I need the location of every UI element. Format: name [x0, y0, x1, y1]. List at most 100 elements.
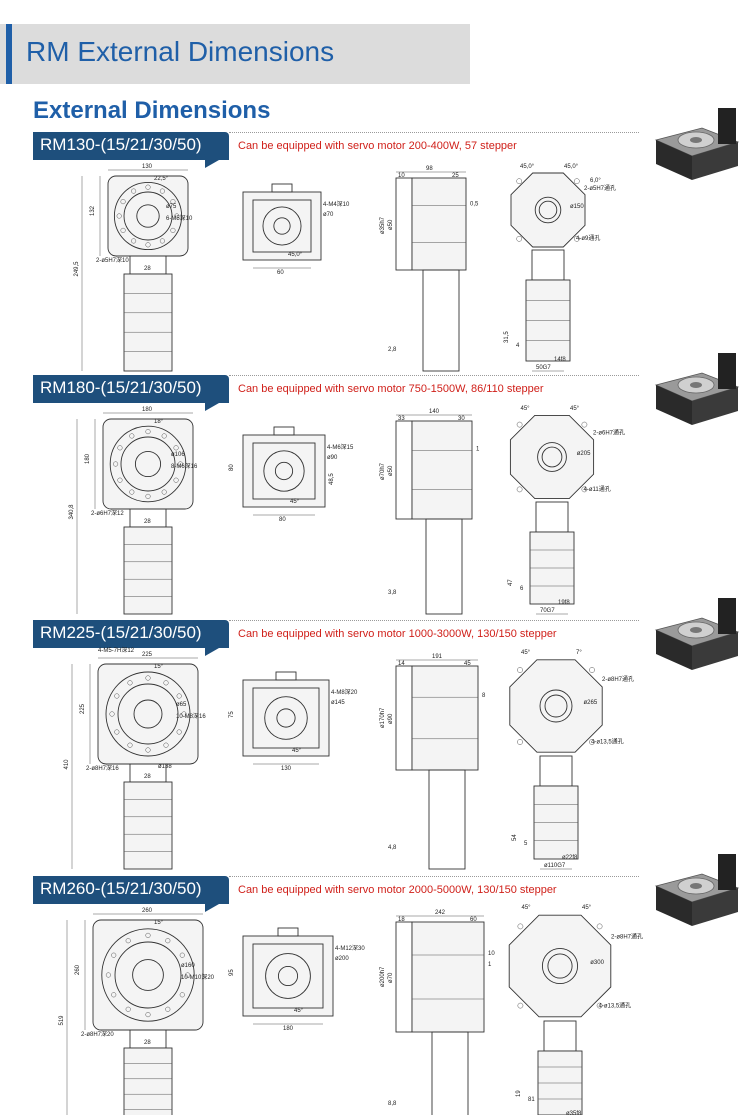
dim-sec-e: ø50: [388, 465, 394, 476]
bolt-hole: [120, 227, 126, 233]
bolt-hole: [177, 461, 183, 467]
top-bore-outer: [541, 947, 579, 985]
tab-notch: [205, 904, 219, 912]
dim-sec-f: 2,8: [388, 347, 397, 353]
dim-top-d: ø300: [590, 960, 604, 966]
bolt-hole: [163, 742, 169, 748]
dim-bolt: 10-M8深16: [176, 712, 206, 720]
dim-angle: 22,5°: [154, 176, 169, 182]
dim-pcd: ø106: [171, 452, 185, 458]
dim-sec-d: 8: [482, 693, 486, 699]
dim-sec-d: 10: [488, 951, 495, 957]
page-banner: RM External Dimensions: [0, 24, 470, 84]
bolt-hole: [125, 1006, 131, 1012]
bolt-hole: [179, 952, 185, 958]
bolt-hole: [129, 489, 135, 495]
dim-top-h2: 81: [528, 1097, 535, 1103]
mount-hole: [516, 486, 523, 493]
dim-sec-b: 140: [429, 409, 440, 415]
dim-sec-c: 30: [458, 416, 465, 422]
mount-hole: [517, 1002, 524, 1009]
dim-base: 28: [144, 1040, 151, 1046]
motor-body: [123, 526, 173, 615]
motor-body: [123, 273, 173, 372]
dim-total: 410: [64, 759, 70, 770]
dim-width: 180: [142, 407, 153, 413]
side-bore-inner: [274, 461, 294, 481]
dim-sec-d: 1: [476, 446, 480, 452]
tab-notch: [205, 160, 219, 168]
dim-top-h1: 54: [512, 834, 518, 841]
dim-pin: 2-ø8H7深20: [81, 1030, 114, 1038]
dim-top-hole: 4-ø11通孔: [584, 485, 611, 493]
motor-note: Can be equipped with servo motor 2000-50…: [238, 884, 557, 896]
dim-top-h1: 31,5: [504, 331, 510, 343]
dim-sec-g: 1: [488, 962, 492, 968]
mount-hole: [517, 739, 523, 745]
dim-top-a3: 6,0°: [590, 178, 601, 184]
dim-sec-e: ø90: [388, 713, 394, 724]
dim-top-hole: 4-ø13,5通孔: [591, 738, 624, 746]
dim-sec-bore: ø170h7: [380, 707, 386, 728]
top-bore-inner: [538, 200, 558, 220]
bolt-hole: [176, 729, 182, 735]
dim-sec-a: 18: [398, 917, 405, 923]
model-label: RM130-(15/21/30/50): [40, 135, 202, 154]
section-flange: [395, 177, 413, 271]
dim-top-hole: 4-ø9通孔: [576, 234, 600, 242]
side-housing: [242, 679, 330, 757]
tab-notch: [205, 648, 219, 656]
bolt-hole: [145, 184, 151, 190]
dim-height: 132: [90, 205, 96, 216]
dim-pin: 2-ø6H7深12: [91, 509, 124, 517]
bolt-hole: [161, 489, 167, 495]
flange-inner-circle: [120, 436, 176, 492]
model-tab: RM180-(15/21/30/50): [33, 375, 229, 403]
dim-sec-a: 10: [398, 173, 405, 179]
dim-pin: 2-ø5H7深10: [96, 256, 129, 264]
dim-sec-f: 4,8: [388, 845, 397, 851]
dim-top-d: ø205: [577, 451, 591, 457]
bolt-hole: [129, 433, 135, 439]
dim-top-w2: ø110G7: [544, 863, 566, 869]
dim-base: 28: [144, 774, 151, 780]
photo-left-face: [656, 140, 692, 180]
side-bore-inner: [276, 708, 296, 728]
section-body: [411, 921, 485, 1033]
dim-sec-d: 0,5: [470, 202, 479, 208]
dim-side-w: 80: [279, 517, 286, 523]
bolt-hole: [117, 477, 123, 483]
bolt-hole: [111, 992, 117, 998]
dim-bolt: 8-M6深16: [171, 462, 198, 470]
top-neck: [531, 249, 565, 281]
dim-side-w: 60: [277, 270, 284, 276]
dim-total: 340,8: [69, 504, 75, 520]
mount-hole: [581, 486, 588, 493]
dim-side-h: 95: [229, 969, 235, 976]
dotted-divider: [229, 375, 639, 376]
dim-side-w: 130: [281, 766, 292, 772]
bolt-hole: [174, 213, 180, 219]
dim-top-w1: ø35f8: [566, 1111, 582, 1115]
dim-side-d: ø90: [327, 455, 338, 461]
top-bore-outer: [534, 196, 562, 224]
dotted-divider: [229, 620, 639, 621]
banner-title: RM External Dimensions: [26, 36, 335, 67]
side-key: [277, 927, 299, 937]
product-photo: [654, 353, 740, 425]
flange-inner-circle: [123, 191, 173, 241]
dim-sec-f: 8,8: [388, 1101, 397, 1107]
dim-sec-c: 25: [452, 173, 459, 179]
dim-sec-a: 14: [398, 661, 405, 667]
flange-bore: [136, 204, 160, 228]
dim-width: 130: [142, 164, 153, 170]
dim-top-hole: 4-ø13,5通孔: [599, 1001, 632, 1009]
dim-total: 249,5: [74, 261, 80, 277]
bolt-hole: [111, 952, 117, 958]
dotted-divider: [229, 132, 639, 133]
dim-side-hole: 4-M12深30: [335, 944, 365, 952]
photo-left-face: [656, 385, 692, 425]
dim-base: 28: [144, 266, 151, 272]
